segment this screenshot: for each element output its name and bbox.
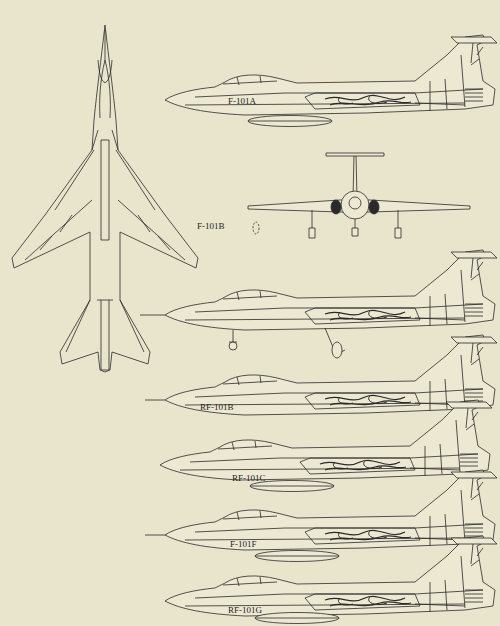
plan-view xyxy=(12,25,198,372)
rf101b-side xyxy=(145,335,497,415)
variant-label: RF-101C xyxy=(232,474,266,483)
f101b-side xyxy=(140,250,497,358)
variant-label: F-101B xyxy=(197,222,225,231)
f101a-side xyxy=(165,35,497,127)
variant-label: RF-101B xyxy=(200,403,234,412)
rf101g-side xyxy=(165,536,497,624)
rf101c-side xyxy=(160,400,492,492)
f101f-side xyxy=(145,470,497,562)
variant-label: F-101F xyxy=(230,540,257,549)
variant-label: F-101A xyxy=(228,97,256,106)
variant-label: RF-101G xyxy=(228,606,262,615)
front-view xyxy=(248,153,470,238)
